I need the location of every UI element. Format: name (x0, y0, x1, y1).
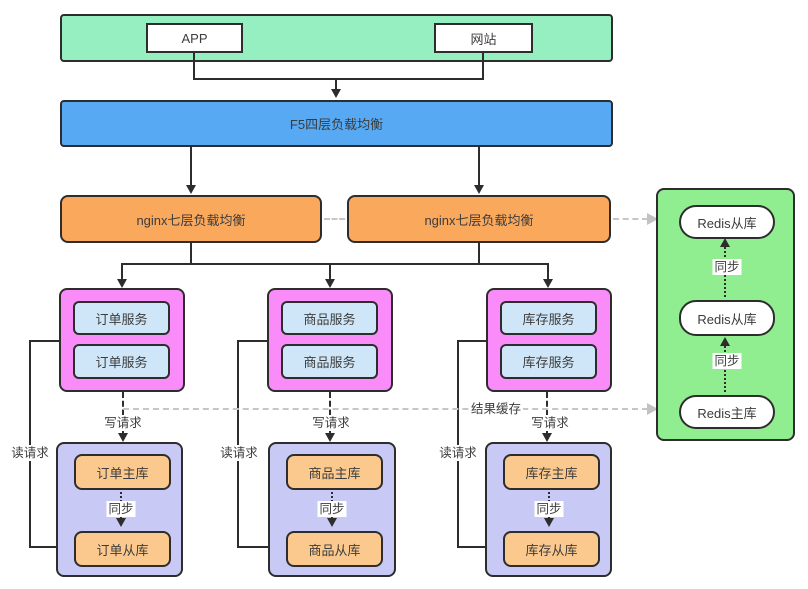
arrowhead-into-nginx-right (474, 185, 484, 194)
order-slave-db-node[interactable]: 订单从库 (74, 531, 171, 567)
connector-f5-nginx-right (478, 147, 480, 185)
sync-label-inventory: 同步 (534, 501, 564, 517)
nginx-left-node[interactable]: nginx七层负载均衡 (60, 195, 322, 243)
write-request-label-inventory: 写请求 (529, 415, 571, 431)
redis-master-node[interactable]: Redis主库 (679, 395, 775, 429)
read-path-product-v (237, 340, 239, 548)
order-master-db-node[interactable]: 订单主库 (74, 454, 171, 490)
arrowhead-into-order-services (117, 279, 127, 288)
sync-label-order: 同步 (106, 501, 136, 517)
write-request-label-product: 写请求 (310, 415, 352, 431)
write-path-order (122, 392, 124, 433)
read-path-inventory-v (457, 340, 459, 548)
nginx-right-node[interactable]: nginx七层负载均衡 (347, 195, 611, 243)
read-path-order-h1 (29, 340, 59, 342)
product-service-node-2[interactable]: 商品服务 (281, 344, 378, 379)
inventory-db-group[interactable]: 库存主库 库存从库 (485, 442, 612, 577)
connector-nginx-right-down (478, 243, 480, 265)
arrowhead-into-inventory-master (542, 433, 552, 442)
inventory-service-node-1[interactable]: 库存服务 (500, 301, 597, 335)
write-path-inventory (546, 392, 548, 433)
gray-arrowhead-into-redis-master (647, 403, 658, 415)
arrowhead-into-nginx-left (186, 185, 196, 194)
sync-label-product: 同步 (317, 501, 347, 517)
dashed-link-nginx-redis (613, 218, 648, 220)
result-cache-label: 结果缓存 (468, 401, 524, 417)
arrowhead-redis-sync-1 (720, 238, 730, 247)
inventory-slave-db-node[interactable]: 库存从库 (503, 531, 600, 567)
gray-arrowhead-into-redis-slave (647, 213, 658, 225)
inventory-service-group[interactable]: 库存服务 库存服务 (486, 288, 612, 392)
read-request-label-inventory: 读请求 (437, 445, 479, 461)
inventory-service-node-2[interactable]: 库存服务 (500, 344, 597, 379)
read-path-product-h1 (237, 340, 267, 342)
connector-drop-inventory (547, 263, 549, 279)
write-request-label-order: 写请求 (102, 415, 144, 431)
arrowhead-into-order-master (118, 433, 128, 442)
arrowhead-into-inventory-services (543, 279, 553, 288)
connector-distribution-bus (121, 263, 549, 265)
product-slave-db-node[interactable]: 商品从库 (286, 531, 383, 567)
arrowhead-redis-sync-2 (720, 337, 730, 346)
read-path-order-v (29, 340, 31, 548)
connector-web-down (482, 53, 484, 79)
read-path-inventory-h1 (457, 340, 486, 342)
result-cache-dashed-line (123, 408, 648, 410)
product-service-node-1[interactable]: 商品服务 (281, 301, 378, 335)
arrowhead-into-product-master (325, 433, 335, 442)
connector-app-down (193, 53, 195, 79)
connector-to-f5 (335, 78, 337, 90)
read-path-product-h2 (237, 546, 274, 548)
connector-nginx-left-down (190, 243, 192, 265)
product-master-db-node[interactable]: 商品主库 (286, 454, 383, 490)
redis-sync-label-2: 同步 (712, 353, 742, 369)
product-service-group[interactable]: 商品服务 商品服务 (267, 288, 393, 392)
website-node[interactable]: 网站 (434, 23, 533, 53)
write-path-product (329, 392, 331, 433)
connector-clients-merge (193, 78, 484, 80)
connector-f5-nginx-left (190, 147, 192, 185)
connector-drop-order (121, 263, 123, 279)
f5-load-balancer-node[interactable]: F5四层负载均衡 (60, 100, 613, 147)
arrowhead-sync-order (116, 518, 126, 527)
arrowhead-sync-inventory (544, 518, 554, 527)
read-request-label-order: 读请求 (9, 445, 51, 461)
read-request-label-product: 读请求 (218, 445, 260, 461)
dashed-link-nginx-gap (324, 218, 345, 220)
redis-group[interactable]: Redis从库 Redis从库 Redis主库 (656, 188, 795, 441)
redis-slave-node-1[interactable]: Redis从库 (679, 205, 775, 239)
redis-sync-label-1: 同步 (712, 259, 742, 275)
order-service-node-1[interactable]: 订单服务 (73, 301, 170, 335)
redis-sync-line-2 (724, 346, 726, 392)
order-service-group[interactable]: 订单服务 订单服务 (59, 288, 185, 392)
read-path-order-h2 (29, 546, 64, 548)
arrowhead-into-f5 (331, 89, 341, 98)
order-service-node-2[interactable]: 订单服务 (73, 344, 170, 379)
read-path-inventory-h2 (457, 546, 490, 548)
arrowhead-sync-product (327, 518, 337, 527)
inventory-master-db-node[interactable]: 库存主库 (503, 454, 600, 490)
connector-drop-product (329, 263, 331, 279)
app-node[interactable]: APP (146, 23, 243, 53)
redis-slave-node-2[interactable]: Redis从库 (679, 300, 775, 336)
arrowhead-into-product-services (325, 279, 335, 288)
